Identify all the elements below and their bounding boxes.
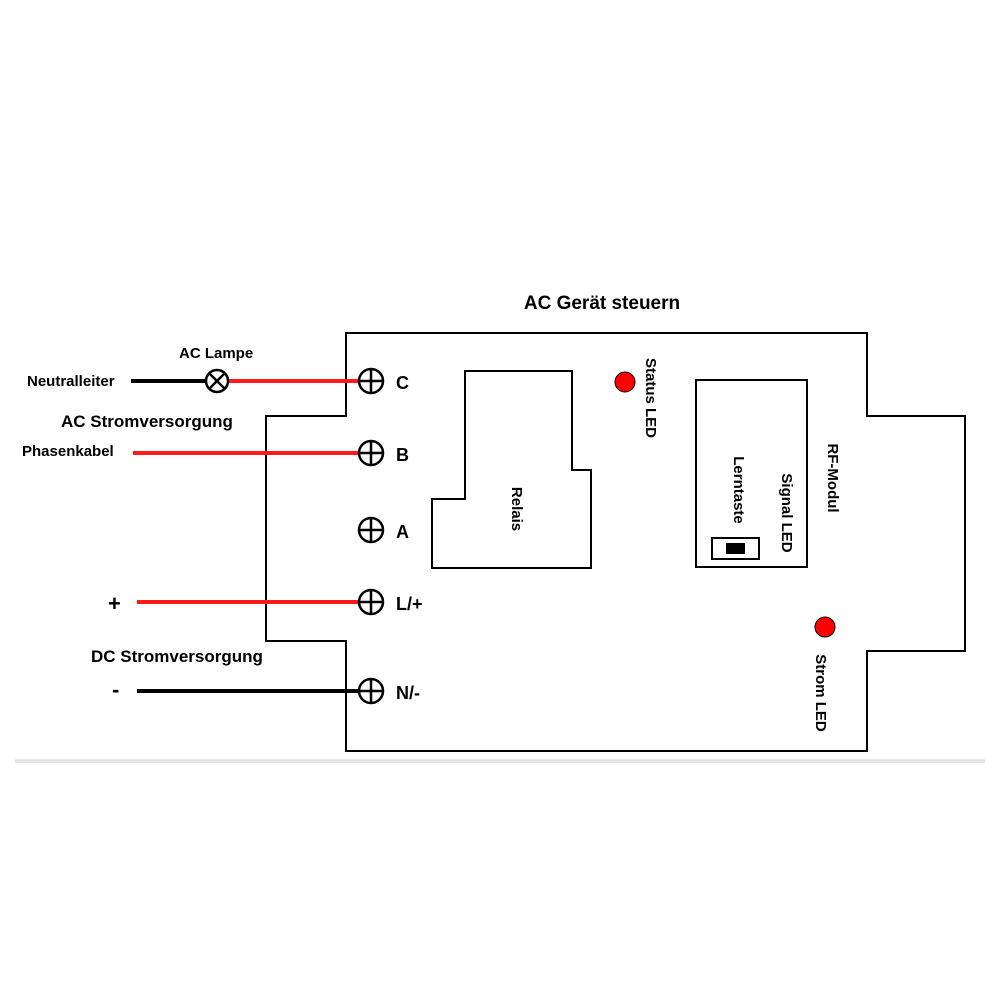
signal-led-label: Signal LED <box>778 473 795 552</box>
status-led-label: Status LED <box>642 358 659 438</box>
terminal-a-icon <box>357 516 385 544</box>
minus-label: - <box>112 677 119 702</box>
terminal-lplus-icon <box>357 588 385 616</box>
learn-button-label: Lerntaste <box>730 456 747 524</box>
terminal-c-icon <box>357 367 385 395</box>
terminal-label-lplus: L/+ <box>396 594 423 614</box>
rf-module-block <box>695 379 808 568</box>
dc-supply-label: DC Stromversorgung <box>91 647 263 666</box>
status-led-icon <box>614 371 636 393</box>
terminal-nminus-icon <box>357 677 385 705</box>
power-led-icon <box>814 616 836 638</box>
lamp-icon <box>204 368 230 394</box>
terminal-label-nminus: N/- <box>396 683 420 703</box>
terminal-label-c: C <box>396 373 409 393</box>
lamp-label: AC Lampe <box>179 345 253 362</box>
terminal-b-icon <box>357 439 385 467</box>
learn-button-icon <box>711 537 760 560</box>
terminal-label-b: B <box>396 445 409 465</box>
plus-label: + <box>108 591 121 616</box>
diagram-title: AC Gerät steuern <box>524 293 680 314</box>
relay-block <box>431 370 592 569</box>
relay-label: Relais <box>508 487 525 531</box>
neutral-label: Neutralleiter <box>27 373 115 390</box>
phase-label: Phasenkabel <box>22 443 114 460</box>
rf-module-label: RF-Modul <box>824 443 841 512</box>
terminal-label-a: A <box>396 522 409 542</box>
power-led-label: Strom LED <box>812 654 829 732</box>
ac-supply-label: AC Stromversorgung <box>61 412 233 431</box>
device-housing <box>265 332 966 752</box>
